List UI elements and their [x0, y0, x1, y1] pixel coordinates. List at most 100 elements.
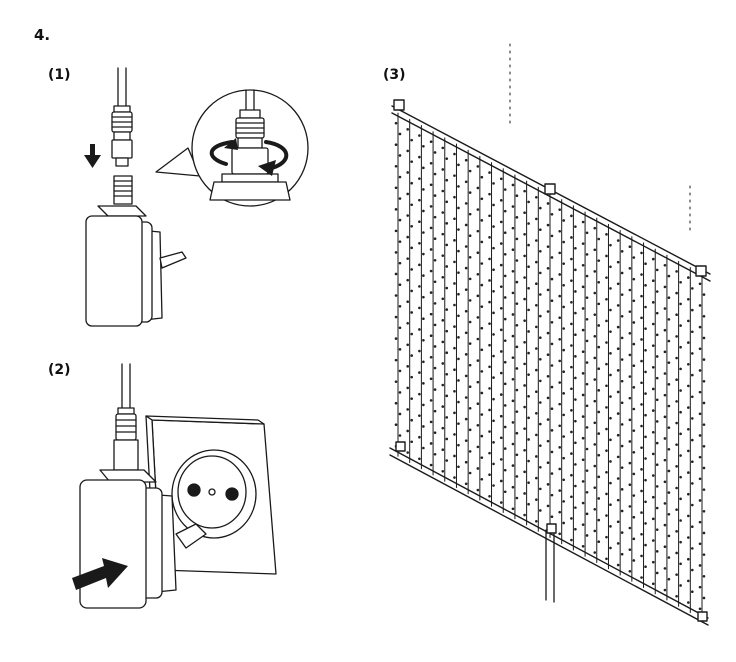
led-light: [453, 217, 456, 221]
led-light: [468, 169, 472, 173]
led-light: [585, 361, 589, 364]
led-light: [675, 335, 678, 338]
led-light: [687, 384, 690, 388]
led-light: [464, 417, 468, 421]
led-light: [616, 239, 620, 242]
led-light: [457, 422, 460, 425]
led-light: [546, 202, 550, 205]
led-light: [515, 475, 519, 478]
led-light: [433, 302, 437, 305]
led-light: [539, 271, 542, 275]
led-light: [605, 233, 608, 236]
led-light: [698, 304, 702, 307]
led-light: [581, 372, 585, 375]
led-light: [535, 390, 538, 393]
led-light: [441, 319, 445, 322]
led-light: [651, 430, 655, 434]
led-light: [441, 340, 445, 344]
led-light: [558, 510, 561, 514]
led-light: [562, 521, 565, 525]
panel-1-label: (1): [48, 67, 71, 83]
led-light: [453, 389, 456, 393]
led-light: [585, 231, 589, 235]
led-light: [523, 470, 526, 474]
led-light: [433, 366, 437, 370]
led-light: [558, 273, 561, 276]
led-light: [418, 263, 421, 267]
led-light: [679, 302, 682, 306]
led-light: [453, 195, 456, 199]
led-light: [422, 188, 425, 191]
led-light: [422, 360, 425, 364]
led-light: [558, 402, 561, 406]
led-light: [616, 325, 620, 329]
led-light: [527, 243, 530, 247]
led-light: [663, 285, 667, 289]
led-light: [546, 310, 550, 313]
led-light: [539, 422, 542, 426]
led-light: [687, 601, 690, 604]
led-light: [687, 557, 690, 561]
feed-cable: [545, 529, 555, 603]
led-light: [398, 434, 402, 437]
led-light: [398, 369, 402, 373]
led-light: [644, 522, 647, 525]
led-light: [632, 299, 636, 303]
led-light: [663, 523, 667, 527]
led-light: [499, 393, 503, 396]
led-light: [655, 506, 659, 510]
led-light: [597, 432, 601, 435]
led-light: [406, 451, 409, 454]
led-light: [609, 438, 612, 442]
led-light: [609, 352, 612, 355]
led-light: [476, 337, 480, 341]
led-light: [511, 248, 515, 252]
led-light: [663, 567, 667, 570]
led-light: [480, 456, 484, 459]
led-light: [574, 419, 577, 423]
led-light: [445, 157, 449, 160]
led-light: [687, 536, 690, 539]
led-light: [605, 535, 608, 539]
led-light: [457, 465, 460, 469]
led-light: [609, 265, 612, 269]
led-light: [418, 306, 421, 310]
led-light: [464, 374, 468, 378]
led-light: [687, 427, 690, 431]
led-light: [655, 376, 659, 380]
led-light: [574, 311, 577, 315]
led-light: [570, 257, 573, 261]
led-light: [527, 265, 530, 268]
led-light: [422, 317, 425, 321]
arrow-right-icon: [72, 558, 128, 590]
led-light: [632, 256, 636, 259]
led-light: [406, 192, 409, 196]
led-light: [441, 232, 445, 236]
led-light: [620, 531, 624, 534]
led-lights: [394, 121, 706, 611]
led-light: [433, 409, 437, 413]
led-light: [468, 255, 472, 259]
led-light: [523, 405, 526, 409]
led-light: [616, 433, 620, 437]
led-light: [597, 302, 601, 306]
led-light: [597, 345, 601, 349]
led-light: [535, 303, 538, 307]
led-light: [492, 246, 495, 250]
led-light: [398, 154, 402, 157]
led-light: [632, 537, 636, 541]
led-light: [523, 297, 526, 301]
led-light: [667, 469, 671, 473]
led-light: [406, 149, 409, 153]
led-light: [488, 365, 491, 369]
led-light: [558, 489, 561, 492]
led-light: [597, 453, 601, 457]
led-light: [585, 534, 589, 537]
led-light: [445, 222, 449, 225]
led-light: [464, 439, 468, 442]
led-light: [616, 282, 620, 286]
led-light: [574, 398, 577, 401]
led-light: [691, 373, 694, 377]
led-light: [605, 319, 608, 323]
led-light: [570, 322, 573, 326]
